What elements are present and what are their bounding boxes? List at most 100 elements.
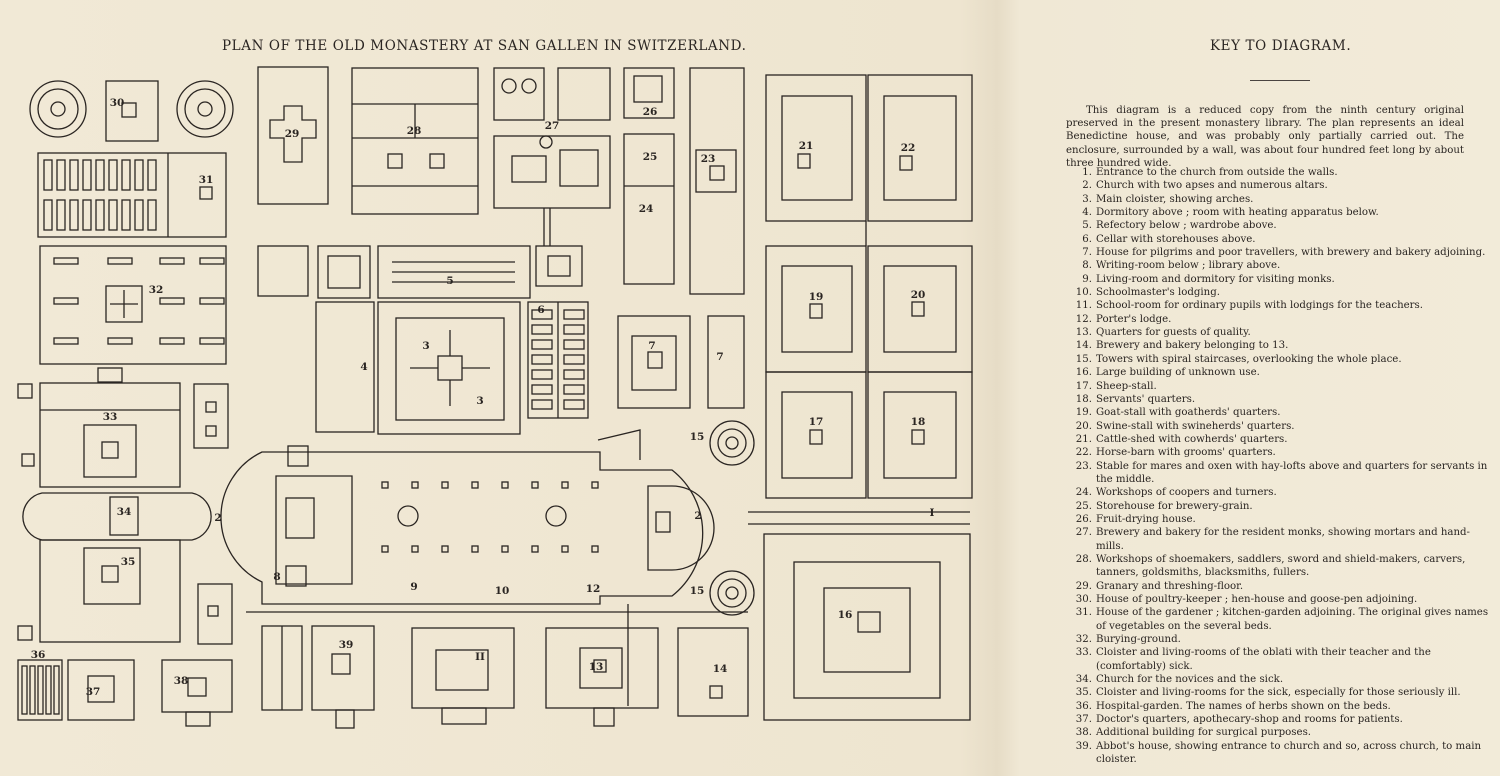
label-22: 22 — [901, 142, 916, 154]
key-item: 38. Additional building for surgical purp… — [1066, 726, 1490, 739]
key-item: 5.Refectory below ; wardrobe above. — [1066, 219, 1490, 232]
key-item-number: 19. — [1075, 407, 1092, 419]
label-30: 30 — [110, 97, 125, 109]
key-item-text: Hospital-garden. The names of herbs show… — [1096, 700, 1391, 712]
key-item-number: 14. — [1075, 340, 1092, 352]
label-7b: 7 — [716, 351, 723, 363]
key-item-text: Fruit-drying house. — [1096, 513, 1196, 525]
label-3a: 3 — [422, 340, 429, 352]
key-item-text: Brewery and bakery belonging to 13. — [1096, 340, 1289, 352]
key-item-text: House of the gardener ; kitchen-garden a… — [1096, 607, 1489, 632]
key-item-number: 11. — [1075, 300, 1092, 312]
key-item: 7.House for pilgrims and poor travellers… — [1066, 246, 1490, 259]
key-item-number: 6. — [1082, 233, 1092, 245]
key-item: 3.Main cloister, showing arches. — [1066, 193, 1490, 206]
key-item: 29.Granary and threshing-floor. — [1066, 580, 1490, 593]
key-item-text: Workshops of shoemakers, saddlers, sword… — [1096, 553, 1466, 579]
label-20: 20 — [911, 289, 926, 301]
label-18: 18 — [911, 416, 926, 428]
label-2b: 2 — [694, 510, 701, 522]
label-2a: 2 — [214, 512, 221, 524]
key-item-text: Granary and threshing-floor. — [1096, 580, 1244, 592]
key-item: 1.Entrance to the church from outside th… — [1066, 166, 1490, 179]
label-3b: 3 — [476, 395, 483, 407]
monastery-plan: I 2 2 3 3 4 5 6 7 7 8 9 10 II 12 13 14 1… — [17, 66, 973, 729]
key-item: 4.Dormitory above ; room with heating ap… — [1066, 206, 1490, 219]
label-15b: 15 — [690, 585, 705, 597]
label-13: 13 — [589, 661, 604, 673]
key-item-text: Living-room and dormitory for visiting m… — [1096, 273, 1335, 285]
label-8: 8 — [273, 571, 280, 583]
key-item: 9.Living-room and dormitory for visiting… — [1066, 273, 1490, 286]
key-item: 33.Cloister and living-rooms of the obla… — [1066, 646, 1490, 673]
key-item: 36. Hospital-garden. The names of herbs s… — [1066, 700, 1490, 713]
key-item-text: Swine-stall with swineherds' quarters. — [1096, 420, 1295, 432]
key-item-number: 25. — [1075, 500, 1092, 512]
key-item-text: House for pilgrims and poor travellers, … — [1096, 247, 1486, 259]
key-item-text: Workshops of coopers and turners. — [1096, 487, 1277, 499]
key-item-number: 36. — [1075, 700, 1092, 712]
label-14: 14 — [713, 663, 728, 675]
key-item: 21.Cattle-shed with cowherds' quarters. — [1066, 433, 1490, 446]
key-item-text: Cellar with storehouses above. — [1096, 233, 1256, 245]
key-item: 8.Writing-room below ; library above. — [1066, 259, 1490, 272]
label-19: 19 — [809, 291, 824, 303]
label-38: 38 — [174, 675, 189, 687]
key-item-number: 26. — [1075, 513, 1092, 525]
key-item-text: Sheep-stall. — [1096, 380, 1157, 392]
key-item-number: 37. — [1075, 714, 1092, 726]
key-item-text: Stable for mares and oxen with hay-lofts… — [1096, 460, 1488, 485]
key-item-text: School-room for ordinary pupils with lod… — [1096, 300, 1424, 312]
key-item: 39.Abbot's house, showing entrance to ch… — [1066, 740, 1490, 767]
key-item: 37.Doctor's quarters, apothecary-shop an… — [1066, 713, 1490, 726]
key-item-text: Cattle-shed with cowherds' quarters. — [1096, 433, 1288, 445]
key-item-text: Schoolmaster's lodging. — [1096, 287, 1221, 299]
key-item-text: Church for the novices and the sick. — [1096, 674, 1284, 686]
key-item: 14. Brewery and bakery belonging to 13. — [1066, 339, 1490, 352]
label-37: 37 — [86, 686, 101, 698]
key-item-text: Porter's lodge. — [1096, 313, 1172, 325]
key-item-number: 38. — [1075, 727, 1092, 739]
key-item: 30.House of poultry-keeper ; hen-house a… — [1066, 593, 1490, 606]
label-29: 29 — [285, 128, 300, 140]
label-6: 6 — [537, 304, 544, 316]
key-item: 25. Storehouse for brewery-grain. — [1066, 500, 1490, 513]
key-item: 10. Schoolmaster's lodging. — [1066, 286, 1490, 299]
label-35: 35 — [121, 556, 136, 568]
key-item-text: Refectory below ; wardrobe above. — [1096, 220, 1277, 232]
key-item-text: Storehouse for brewery-grain. — [1096, 500, 1253, 512]
key-list: 1.Entrance to the church from outside th… — [1066, 166, 1490, 766]
label-33: 33 — [103, 411, 118, 423]
label-28: 28 — [407, 125, 422, 137]
key-item: 24.Workshops of coopers and turners. — [1066, 486, 1490, 499]
label-27: 27 — [545, 120, 560, 132]
key-item-number: 10. — [1075, 287, 1092, 299]
key-item-number: 34. — [1075, 674, 1092, 686]
label-15a: 15 — [690, 431, 705, 443]
key-item: 6. Cellar with storehouses above. — [1066, 233, 1490, 246]
label-10: 10 — [495, 585, 510, 597]
key-item: 35.Cloister and living-rooms for the sic… — [1066, 686, 1490, 699]
label-21: 21 — [799, 140, 814, 152]
label-9: 9 — [410, 581, 417, 593]
key-divider — [1250, 80, 1310, 81]
key-item: 22.Horse-barn with grooms' quarters. — [1066, 446, 1490, 459]
key-item: 12.Porter's lodge. — [1066, 313, 1490, 326]
label-34: 34 — [117, 506, 132, 518]
key-item-text: Quarters for guests of quality. — [1096, 327, 1251, 339]
plan-title: PLAN OF THE OLD MONASTERY AT SAN GALLEN … — [222, 38, 747, 54]
label-17: 17 — [809, 416, 824, 428]
key-item-text: Additional building for surgical purpose… — [1096, 727, 1312, 739]
key-item: 2.Church with two apses and numerous alt… — [1066, 179, 1490, 192]
label-31: 31 — [199, 174, 214, 186]
key-item: 17. Sheep-stall. — [1066, 380, 1490, 393]
label-1: I — [930, 507, 935, 519]
label-12: 12 — [586, 583, 601, 595]
key-item: 16.Large building of unknown use. — [1066, 366, 1490, 379]
key-item-text: Large building of unknown use. — [1096, 367, 1260, 379]
key-item-number: 3. — [1082, 193, 1092, 205]
label-25: 25 — [643, 151, 658, 163]
key-item-number: 17. — [1075, 380, 1092, 392]
label-23: 23 — [701, 153, 716, 165]
key-item: 27.Brewery and bakery for the resident m… — [1066, 526, 1490, 553]
